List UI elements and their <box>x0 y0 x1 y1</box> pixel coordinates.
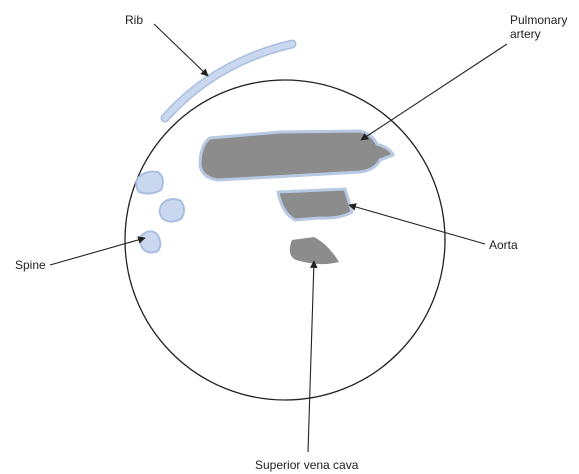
vertebra-lower <box>140 231 160 252</box>
body-outline-circle <box>125 80 445 400</box>
spine-label: Spine <box>15 258 46 272</box>
vertebra-upper <box>136 172 163 194</box>
aorta-shape <box>278 189 352 220</box>
vertebra-middle <box>160 199 184 221</box>
pulmonary-artery-label: Pulmonary artery <box>510 13 579 41</box>
spine-leader-arrow <box>50 238 145 265</box>
superior-vena-cava-leader-arrow <box>308 261 314 452</box>
rib-leader-arrow <box>154 24 208 76</box>
aorta-leader-arrow <box>349 205 485 244</box>
pulmonary-artery-label-line2: artery <box>510 27 579 41</box>
aorta-label: Aorta <box>489 238 518 252</box>
pulmonary-artery-leader-arrow <box>361 44 507 140</box>
superior-vena-cava-label: Superior vena cava <box>255 458 358 472</box>
rib-label: Rib <box>125 13 143 27</box>
superior-vena-cava-shape <box>290 237 339 264</box>
pulmonary-artery-label-line1: Pulmonary <box>510 13 579 27</box>
